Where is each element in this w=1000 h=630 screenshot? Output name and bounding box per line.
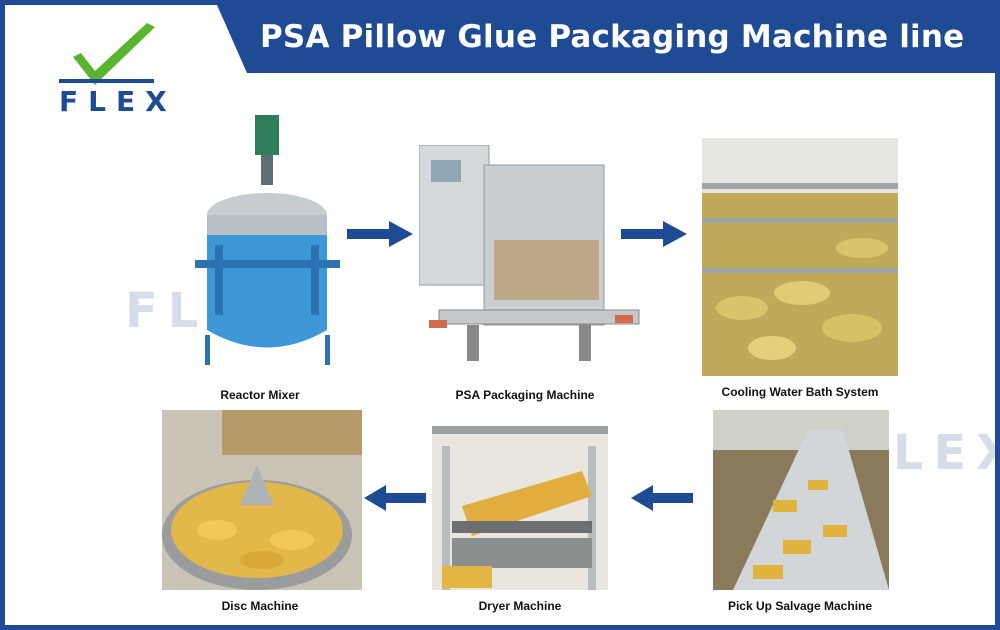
step-label: Pick Up Salvage Machine <box>727 599 873 613</box>
arrow-left-icon <box>364 485 426 511</box>
step-label: PSA Packaging Machine <box>455 388 595 402</box>
packaging-machine-image <box>419 145 640 361</box>
step-label: Disc Machine <box>221 599 299 613</box>
arrow-right-icon <box>621 221 687 247</box>
disc-machine-image <box>162 410 362 590</box>
logo-text: FLEX <box>59 85 177 118</box>
step-label: Reactor Mixer <box>220 388 300 402</box>
cooling-bath-image <box>702 138 898 376</box>
arrow-right-icon <box>347 221 413 247</box>
reactor-mixer-image <box>195 115 340 365</box>
step-label: Cooling Water Bath System <box>721 385 879 399</box>
header-band <box>217 5 995 73</box>
dryer-machine-image <box>432 426 608 590</box>
arrow-left-icon <box>631 485 693 511</box>
step-label: Dryer Machine <box>478 599 562 613</box>
page-title: PSA Pillow Glue Packaging Machine line <box>260 19 965 55</box>
diagram-canvas: PSA Pillow Glue Packaging Machine line F… <box>5 5 995 625</box>
pick-up-salvage-image <box>713 410 889 590</box>
check-logo-icon <box>59 23 155 85</box>
